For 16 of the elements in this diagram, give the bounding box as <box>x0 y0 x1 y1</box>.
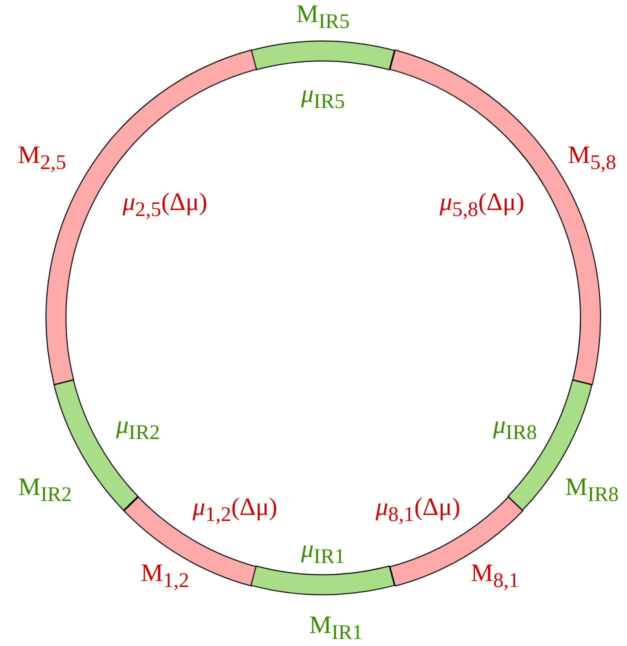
segment-label: M$_{IR8}$ <box>565 475 619 505</box>
phase-advance-label: μ$_{2,5}$(Δμ) <box>122 190 208 220</box>
segment-label: M$_{IR5}$ <box>296 2 350 32</box>
phase-advance-label: μ$_{1,2}$(Δμ) <box>192 495 278 525</box>
segment-label: M$_{IR2}$ <box>18 475 72 505</box>
phase-advance-label: μ$_{5,8}$(Δμ) <box>440 190 524 220</box>
phase-advance-label: μ$_{IR1}$ <box>301 537 345 567</box>
phase-advance-label: μ$_{IR5}$ <box>301 82 345 112</box>
segment-label: M$_{1,2}$ <box>140 561 190 591</box>
segment-label: M$_{8,1}$ <box>470 561 520 591</box>
segment-label: M$_{5,8}$ <box>568 143 616 173</box>
phase-advance-label: μ$_{IR8}$ <box>493 413 537 443</box>
segment-label: M$_{2,5}$ <box>18 143 66 173</box>
phase-advance-label: μ$_{8,1}$(Δμ) <box>376 495 460 525</box>
segment-label: M$_{IR1}$ <box>309 613 363 643</box>
phase-advance-label: μ$_{IR2}$ <box>116 413 160 443</box>
